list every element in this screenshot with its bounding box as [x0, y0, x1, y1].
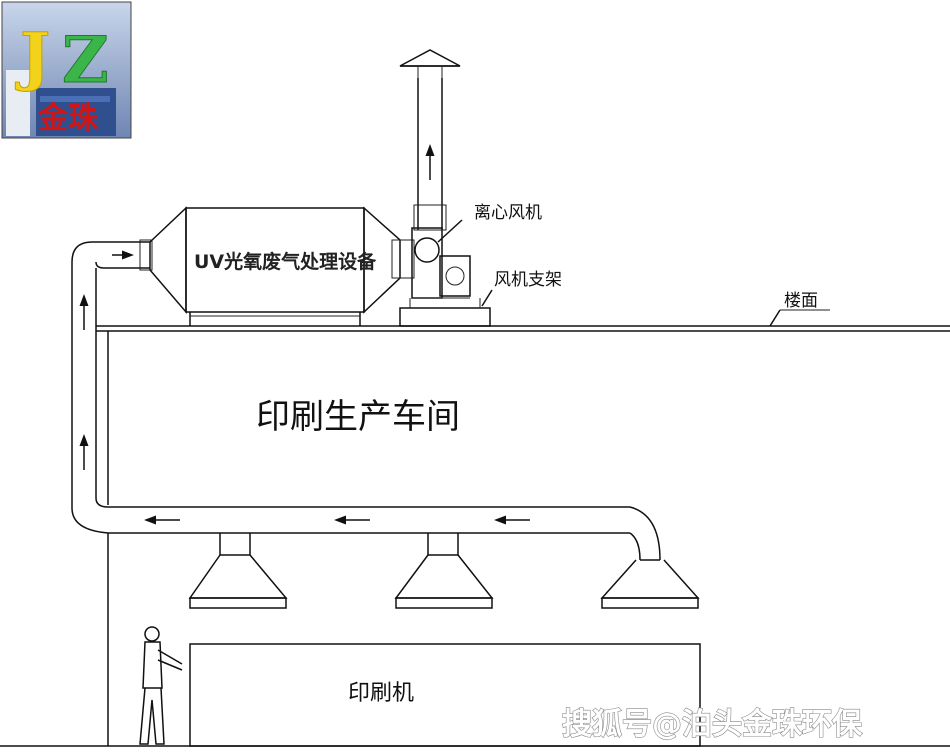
watermark: 搜狐号@泊头金珠环保 [562, 707, 863, 742]
logo-name: 金珠 [37, 101, 99, 136]
exhaust-hood-3 [600, 559, 700, 609]
riser-duct [71, 239, 153, 534]
collection-duct [108, 506, 661, 561]
worker-figure [139, 626, 183, 745]
svg-text:Z: Z [62, 23, 109, 98]
exhaust-hood-1 [188, 533, 288, 609]
printing-machine: 印刷机 [189, 643, 701, 747]
uv-treatment-unit: UV光氧废气处理设备 [149, 206, 415, 326]
fan-stand-label: 风机支架 [494, 270, 562, 290]
fan-stand [399, 289, 493, 327]
company-logo: J Z JZ 金珠 [1, 1, 132, 139]
svg-text:J: J [15, 19, 50, 94]
exhaust-chimney [399, 49, 461, 231]
centrifugal-fan [411, 219, 471, 299]
exhaust-hood-2 [394, 533, 494, 609]
fan-label: 离心风机 [474, 203, 542, 223]
uv-unit-label: UV光氧废气处理设备 [194, 250, 377, 273]
workshop-label: 印刷生产车间 [256, 397, 460, 437]
floor-label: 楼面 [784, 291, 818, 311]
press-label: 印刷机 [348, 681, 414, 706]
